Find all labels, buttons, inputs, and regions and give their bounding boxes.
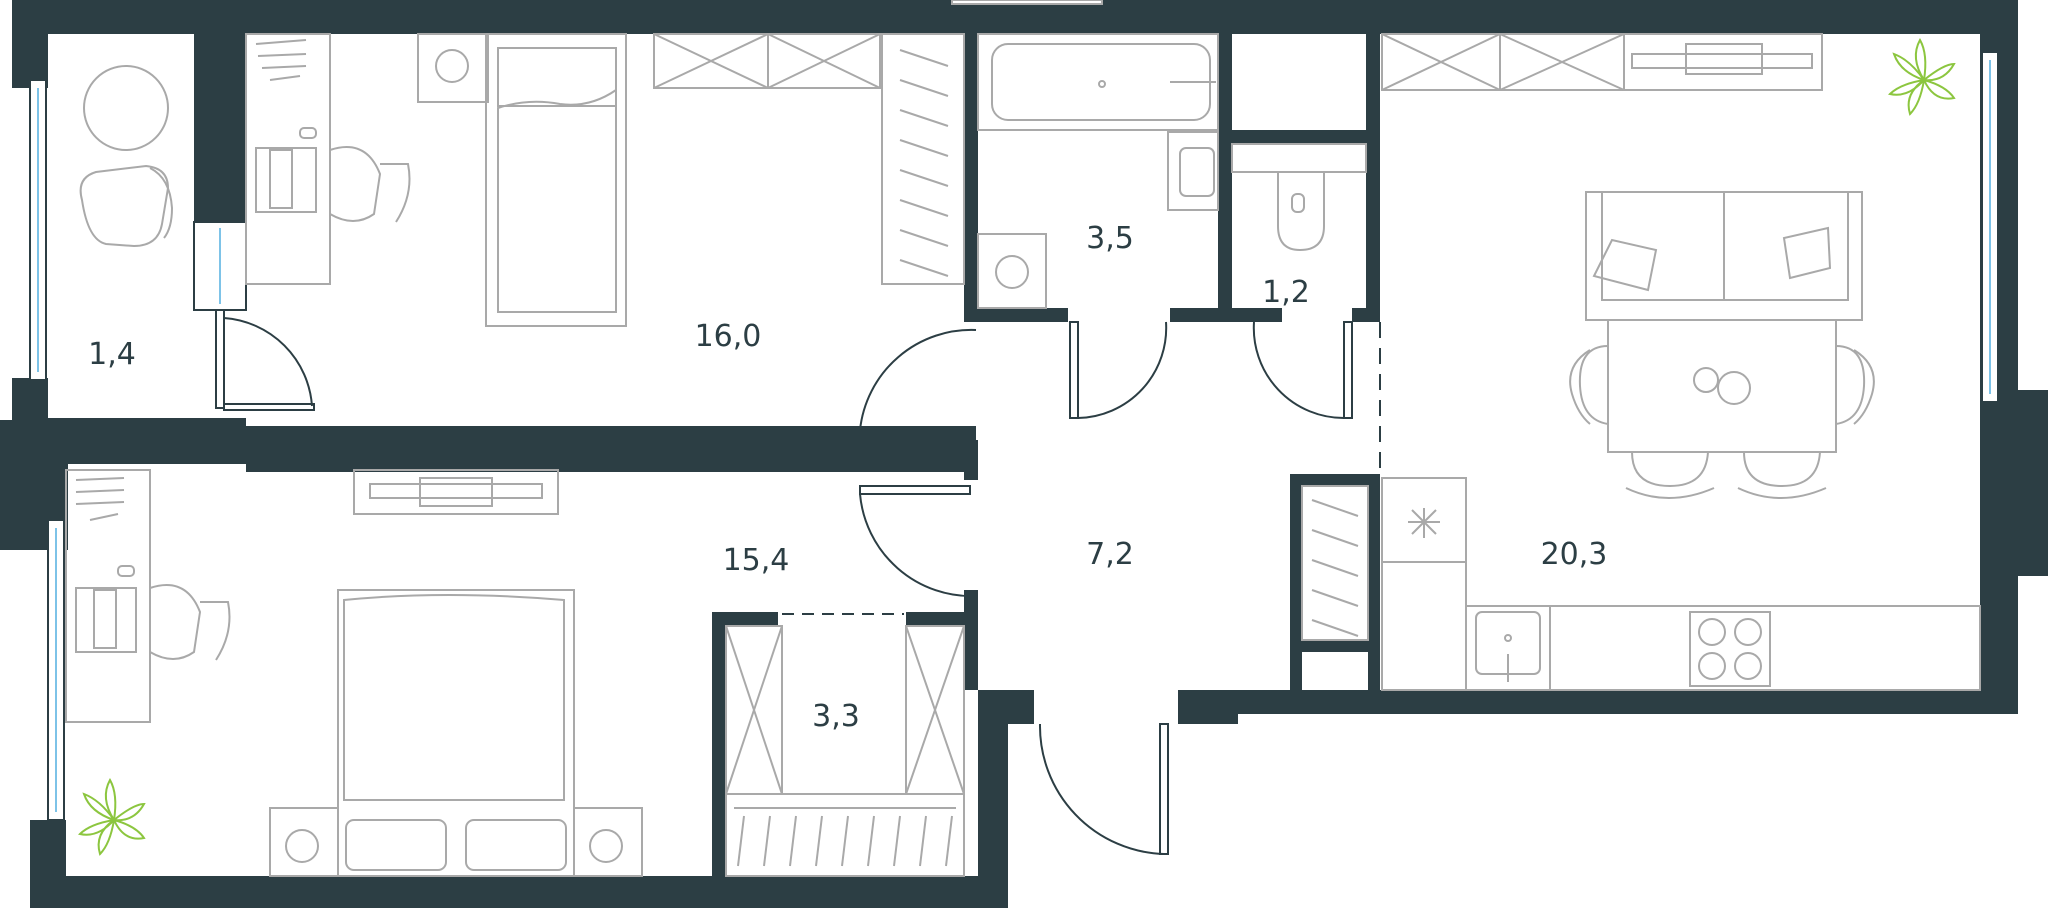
area-label-balcony: 1,4 [88,337,136,372]
area-label-toilet: 1,2 [1262,275,1310,310]
plant-icon [78,777,146,856]
toilet-furniture [1231,143,1367,252]
kids-bedroom-furniture [245,33,965,327]
doors [215,309,1381,855]
area-label-wardrobe: 3,3 [812,699,860,734]
area-label-hallway: 7,2 [1086,537,1134,572]
bathroom-furniture [977,33,1219,309]
balcony-furniture [79,65,174,248]
kitchen-living-furniture [1381,33,1981,691]
area-label-bathroom: 3,5 [1086,221,1134,256]
plant-icon [1888,37,1956,116]
area-label-master-bedroom: 15,4 [723,543,790,578]
windows [29,0,1999,821]
area-label-kitchen-living: 20,3 [1541,537,1608,572]
wardrobe-furniture [725,625,965,877]
hallway-furniture [1301,485,1369,641]
area-labels: 1,4 16,0 3,5 1,2 20,3 7,2 15,4 3,3 [88,221,1607,734]
master-bedroom-furniture [65,469,643,877]
area-label-kids-bedroom: 16,0 [695,319,762,354]
